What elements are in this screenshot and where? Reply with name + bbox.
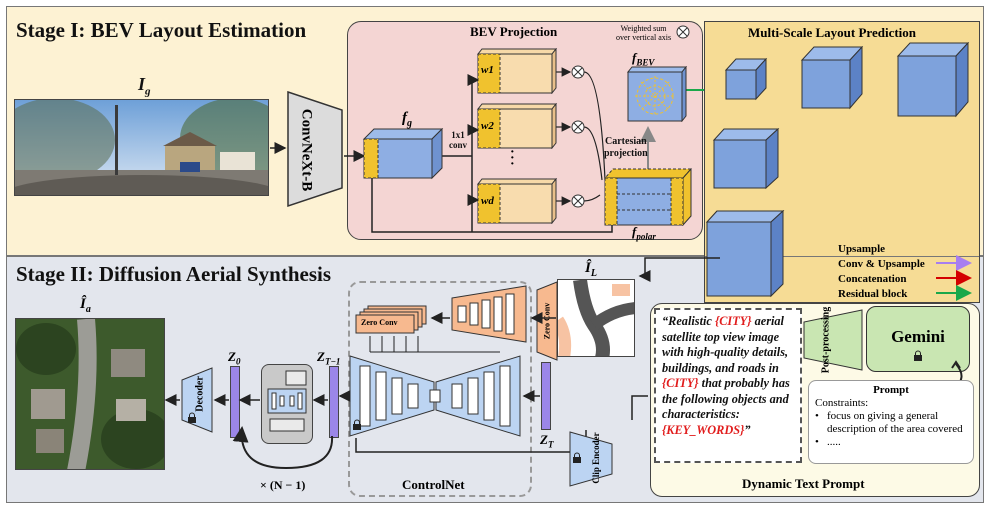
z0-label: Z0 xyxy=(228,349,241,367)
multiply-icon-3 xyxy=(571,194,585,208)
zero-conv-stack xyxy=(355,305,427,334)
ellipsis-dots: ··· xyxy=(510,145,515,172)
aerial-output-image xyxy=(15,318,165,470)
gemini-label: Gemini xyxy=(891,327,945,346)
cube-scale-3 xyxy=(896,42,970,118)
controlnet-label: ControlNet xyxy=(402,477,465,492)
zero-conv-top-label: Zero Conv xyxy=(361,318,398,327)
stage-1-title: Stage I: BEV Layout Estimation xyxy=(16,18,307,42)
fbev-cube xyxy=(626,66,688,122)
cube-scale-1 xyxy=(724,58,768,101)
unet-block xyxy=(349,355,521,437)
fbev-label: fBEV xyxy=(632,50,655,68)
prompt-title: Prompt xyxy=(873,384,909,396)
feature-fg-cube xyxy=(362,128,444,180)
weight-slab-1 xyxy=(476,48,558,94)
cube-scale-5-front xyxy=(705,210,785,298)
weight-slab-2 xyxy=(476,103,558,149)
multiscale-title: Multi-Scale Layout Prediction xyxy=(748,25,917,40)
multiply-icon-1 xyxy=(571,65,585,79)
gemini-model: Gemini xyxy=(866,306,970,372)
lock-icon-decoder xyxy=(188,412,196,423)
weight-w2: w2 xyxy=(481,120,494,132)
multiscale-panel-outline xyxy=(704,21,980,303)
fg-label: fg xyxy=(402,110,412,129)
fpolar-cube xyxy=(603,168,693,226)
convnext-encoder-shape xyxy=(287,90,343,208)
postprocessing-label: Post-processing xyxy=(820,306,832,374)
lock-icon-unet xyxy=(353,419,361,430)
weight-slab-d xyxy=(476,178,558,224)
weighted-sum-icon xyxy=(676,25,690,39)
clip-encoder-label: Clip Encoder xyxy=(591,432,601,484)
cube-scale-4 xyxy=(712,128,780,190)
zt1-latent-bar xyxy=(329,366,339,438)
denoise-unet-mini xyxy=(261,364,313,444)
output-image-label: Îa xyxy=(80,296,91,315)
input-image-label: Ig xyxy=(138,74,151,98)
weight-wd: wd xyxy=(481,195,494,207)
legend-lower: Conv & Upsample Concatenation Residual b… xyxy=(838,257,925,302)
clip-encoder-shape xyxy=(569,431,613,487)
legend-conv-upsample-2: Conv & Upsample xyxy=(838,258,925,270)
controlnet-encoder xyxy=(451,285,527,343)
prompt-constraints: Constraints: xyxy=(815,397,869,409)
cube-scale-2 xyxy=(800,46,864,110)
prompt-bullet-2: •..... xyxy=(815,436,841,448)
stage-2-title: Stage II: Diffusion Aerial Synthesis xyxy=(16,262,332,286)
controlnet-panel xyxy=(348,281,532,497)
legend-residual-2: Residual block xyxy=(838,288,908,300)
postprocessing-shape xyxy=(803,309,863,371)
fpolar-label: fpolar xyxy=(632,224,656,242)
legend-concatenation-2: Concatenation xyxy=(838,273,907,285)
bev-projection-title: BEV Projection xyxy=(470,24,558,39)
zero-conv-side-shape xyxy=(536,281,558,361)
denoise-loop-arrow xyxy=(232,426,334,470)
zt1-label: ZT−1 xyxy=(317,349,341,367)
prompt-box: Prompt Constraints: •focus on giving a g… xyxy=(808,380,974,464)
repeat-label: × (N − 1) xyxy=(260,478,306,492)
multiply-icon-2 xyxy=(571,120,585,134)
zt-latent-bar xyxy=(541,362,551,430)
lock-icon-gemini xyxy=(914,350,922,361)
dynamic-text-prompt-label: Dynamic Text Prompt xyxy=(742,476,865,491)
zt-label: ZT xyxy=(540,432,554,450)
lock-icon-clip xyxy=(573,452,581,463)
legend-upsample: Upsample xyxy=(838,243,886,255)
prompt-bullet-1: •focus on giving a general description o… xyxy=(815,410,963,435)
generated-prompt-quote: “Realistic {CITY} aerial satellite top v… xyxy=(654,308,802,463)
weight-w1: w1 xyxy=(481,64,494,76)
panorama-image xyxy=(14,99,269,196)
layout-image-label: ÎL xyxy=(585,260,597,279)
